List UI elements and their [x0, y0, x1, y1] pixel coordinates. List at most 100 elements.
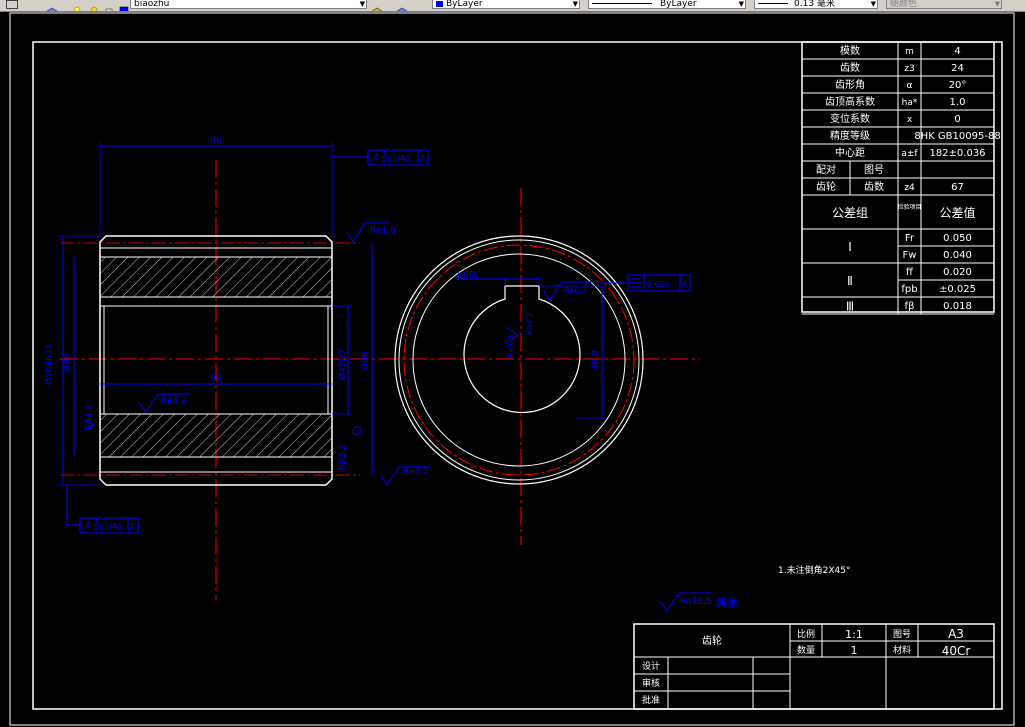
roughness-symbol-keyside: [505, 326, 519, 344]
mate-label: 图号: [864, 164, 884, 176]
plotstyle-dropdown[interactable]: 随颜色 ▼: [886, 0, 1002, 9]
drawing-canvas[interactable]: 96 96 Ø104h11 Ø96 Ø45H7 Ø96 Ra1.6 Ra3.2 …: [0, 11, 1025, 727]
param-symbol: m: [905, 47, 914, 57]
material-label: 材料: [893, 644, 911, 656]
chevron-down-icon: ▼: [359, 0, 365, 8]
leader-line: [66, 485, 80, 526]
tol-symbol: ff: [906, 267, 914, 278]
tol-value-header: 公差值: [939, 205, 975, 220]
chevron-down-icon: ▼: [738, 0, 744, 8]
tip-circle: [394, 235, 644, 485]
approve-label: 批准: [642, 694, 660, 706]
layer-value: biaozhu: [134, 0, 170, 9]
tip-circle-inner: [398, 239, 640, 481]
pitch-circle: [403, 244, 635, 476]
runout-arrow-icon: [371, 152, 380, 162]
sun-icon[interactable]: [88, 0, 100, 11]
ra-right-text: Ra3.2: [338, 444, 348, 470]
dim-bore-text: Ø45H7: [337, 349, 348, 380]
rest-label: 其余: [716, 595, 738, 609]
tol-value: 0.040: [943, 250, 972, 261]
chevron-down-icon: ▼: [870, 0, 876, 8]
layer-dropdown[interactable]: biaozhu ▼: [130, 0, 367, 9]
roughness-symbol-key: [542, 281, 592, 301]
roughness-symbol-bottom: [379, 466, 430, 486]
linetype-preview: [592, 3, 652, 4]
roughness-symbol-left: [83, 419, 96, 432]
layers-icon[interactable]: [46, 0, 58, 11]
param-name: 精度等级: [830, 129, 870, 142]
layer-manager-icon[interactable]: [6, 0, 18, 9]
check-label: 审核: [642, 677, 660, 689]
properties-toolbar: biaozhu ▼ ByLayer ▼ ByLayer ▼ 0.13 毫米 ▼ 随颜色 ▼: [0, 0, 1025, 12]
make-layer-current-icon[interactable]: [371, 0, 383, 11]
key-note-text: Ra3.2: [525, 312, 534, 335]
hatch-bottom: [99, 413, 333, 458]
datum-key: A: [682, 280, 688, 289]
color-value: ByLayer: [446, 0, 483, 9]
param-name: 模数: [840, 44, 860, 57]
param-symbol: ha*: [902, 98, 918, 108]
color-dropdown[interactable]: ByLayer ▼: [432, 0, 580, 9]
hatch-top: [99, 256, 333, 298]
chevron-down-icon: ▼: [572, 0, 578, 8]
ra-left-text: Ra3.2: [85, 404, 95, 430]
gear-section-view: 96 96 Ø104h11 Ø96 Ø45H7 Ø96 Ra1.6 Ra3.2 …: [44, 136, 430, 600]
sym-key-value: 0.020: [647, 280, 670, 289]
plotstyle-value: 随颜色: [890, 0, 918, 9]
layer-previous-icon[interactable]: [396, 0, 408, 11]
roughness-symbol-inner: [138, 393, 190, 413]
linetype-value: ByLayer: [660, 0, 697, 9]
dim-root-dia-text: Ø96: [62, 353, 73, 372]
tol-value: 0.018: [943, 301, 972, 312]
mate-label: 齿数: [864, 180, 884, 193]
runout-bottom-value: 0.040: [99, 522, 122, 531]
param-value: 1.0: [950, 97, 966, 108]
lineweight-value: 0.13 毫米: [794, 0, 835, 9]
design-label: 设计: [642, 660, 660, 672]
datum-bottom: A: [130, 522, 136, 531]
bore-with-keyway: [463, 285, 581, 414]
chevron-down-icon: ▼: [994, 0, 1000, 8]
tol-value: 0.020: [943, 267, 972, 278]
datum-circle-icon: [352, 426, 362, 436]
gear-outline: [99, 235, 333, 486]
dim-outer-dia-text: Ø104h11: [44, 344, 55, 385]
dim-inner-width-text: 96: [210, 374, 222, 384]
param-value: 4: [954, 46, 960, 57]
light-bulb-icon[interactable]: [73, 0, 85, 11]
ra-inner-text: Ra3.2: [161, 396, 187, 406]
color-swatch: [436, 0, 443, 7]
rest-ra-text: Ra12.5: [680, 597, 712, 607]
layer-color-icon: [118, 0, 130, 11]
tol-item-header: 检验项目: [897, 203, 921, 211]
param-name: 齿顶高系数: [825, 95, 875, 108]
gear-front-view: 14JS9 48.8 Ra6.3 Ra3.2 Ra3.2 0.020 A: [380, 188, 700, 545]
param-value: 182±0.036: [929, 148, 985, 159]
param-name: 变位系数: [830, 112, 870, 125]
linetype-dropdown[interactable]: ByLayer ▼: [588, 0, 746, 9]
param-symbol: z3: [904, 64, 914, 74]
lineweight-preview: [758, 3, 788, 4]
ra-key-text: Ra6.3: [564, 286, 587, 295]
param-name: 齿数: [840, 61, 860, 74]
param-value: 20°: [949, 80, 967, 91]
qty-value: 1: [851, 644, 858, 657]
runout-top-value: 0.040: [387, 154, 410, 163]
tol-group-roman: Ⅲ: [846, 300, 854, 314]
symmetry-icon: [630, 278, 642, 288]
mate-label: 齿轮: [816, 180, 836, 193]
tol-group-roman: Ⅰ: [848, 240, 852, 254]
sheet-outer-border: [9, 12, 1015, 726]
datum-top: A: [420, 154, 426, 163]
lock-icon[interactable]: [103, 0, 115, 11]
scale-label: 比例: [797, 628, 815, 640]
mate-value: 67: [951, 182, 964, 193]
qty-label: 数量: [797, 644, 815, 656]
param-value: 0: [954, 114, 960, 125]
lineweight-dropdown[interactable]: 0.13 毫米 ▼: [754, 0, 878, 9]
tol-value: ±0.025: [939, 284, 976, 295]
roughness-symbol-top: [345, 222, 390, 242]
part-name: 齿轮: [702, 634, 722, 647]
